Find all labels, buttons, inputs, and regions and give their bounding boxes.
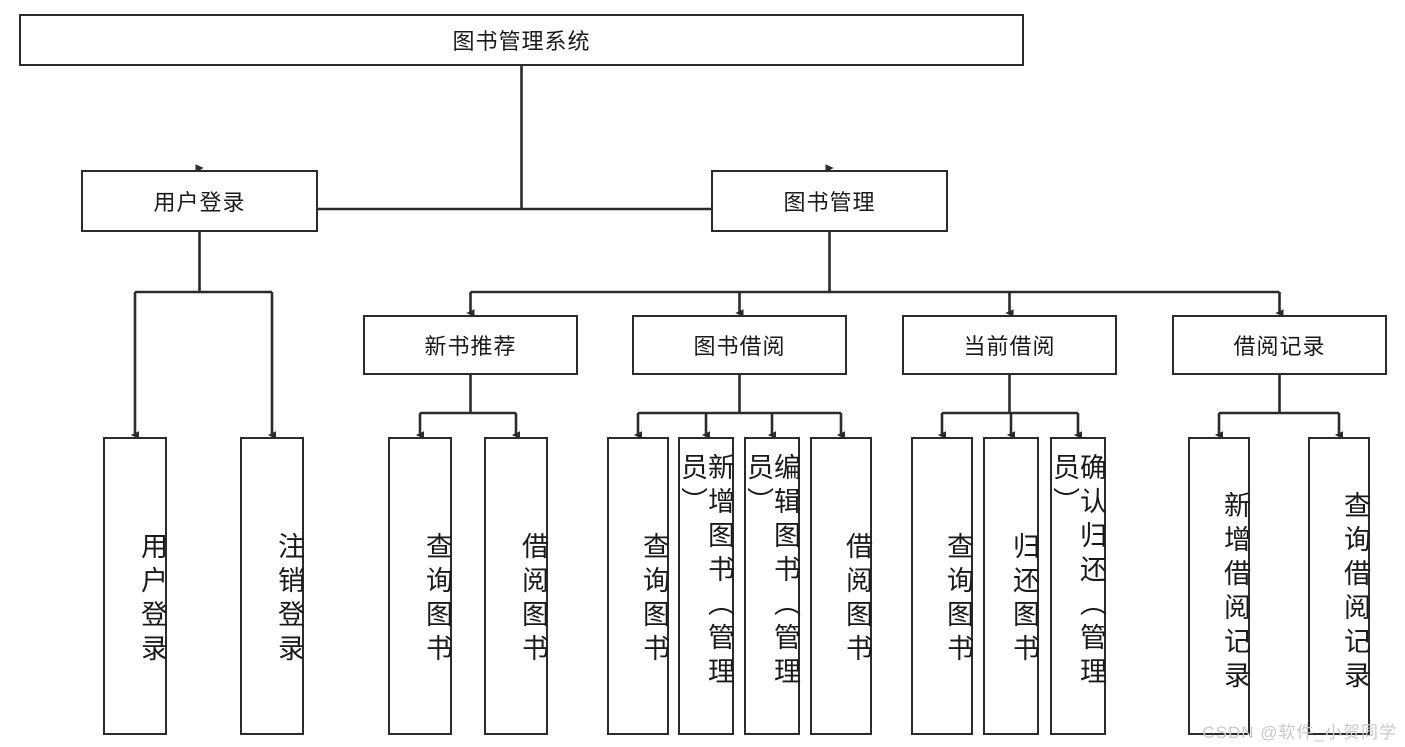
- node-borrow-record[interactable]: 借阅记录: [1172, 315, 1387, 375]
- node-leaf-confirm-return-admin-label: 确认归还（管理员）: [1049, 453, 1106, 691]
- node-new-book-rec[interactable]: 新书推荐: [363, 315, 578, 375]
- node-user-login-label: 用户登录: [153, 190, 246, 215]
- node-book-manage[interactable]: 图书管理: [711, 170, 948, 232]
- node-leaf-return-book-label: 归还图书: [1009, 532, 1039, 668]
- node-book-borrow-label: 图书借阅: [693, 334, 786, 359]
- node-user-login[interactable]: 用户登录: [81, 170, 318, 232]
- node-leaf-query-book-rec[interactable]: 查询图书: [388, 437, 452, 735]
- node-book-borrow[interactable]: 图书借阅: [632, 315, 847, 375]
- node-borrow-record-label: 借阅记录: [1233, 334, 1326, 359]
- node-leaf-user-logout-label: 注销登录: [274, 532, 304, 668]
- node-leaf-add-borrow-record[interactable]: 新增借阅记录: [1188, 437, 1250, 735]
- node-leaf-borrow-book-rec-label: 借阅图书: [518, 532, 548, 668]
- node-leaf-add-book-admin-label: 新增图书（管理员）: [677, 453, 734, 691]
- node-leaf-user-logout[interactable]: 注销登录: [240, 437, 304, 735]
- node-leaf-edit-book-admin-label: 编辑图书（管理员）: [743, 453, 800, 691]
- node-leaf-borrow-book-label: 借阅图书: [842, 532, 872, 668]
- node-leaf-user-login[interactable]: 用户登录: [103, 437, 167, 735]
- node-current-borrow-label: 当前借阅: [963, 334, 1056, 359]
- node-leaf-borrow-book-rec[interactable]: 借阅图书: [484, 437, 548, 735]
- node-root[interactable]: 图书管理系统: [19, 14, 1024, 66]
- node-leaf-add-borrow-record-label: 新增借阅记录: [1220, 491, 1250, 695]
- node-leaf-query-book-current-label: 查询图书: [943, 532, 973, 668]
- node-leaf-confirm-return-admin[interactable]: 确认归还（管理员）: [1049, 437, 1106, 735]
- node-leaf-borrow-book[interactable]: 借阅图书: [810, 437, 872, 735]
- node-book-manage-label: 图书管理: [783, 190, 876, 215]
- node-leaf-query-borrow-record-label: 查询借阅记录: [1340, 491, 1370, 695]
- node-current-borrow[interactable]: 当前借阅: [902, 315, 1117, 375]
- node-new-book-rec-label: 新书推荐: [424, 334, 517, 359]
- node-root-label: 图书管理系统: [452, 29, 591, 54]
- node-leaf-add-book-admin[interactable]: 新增图书（管理员）: [677, 437, 734, 735]
- node-leaf-query-book-rec-label: 查询图书: [422, 532, 452, 668]
- node-leaf-query-book-borrow[interactable]: 查询图书: [607, 437, 669, 735]
- node-leaf-user-login-label: 用户登录: [137, 532, 167, 668]
- node-leaf-edit-book-admin[interactable]: 编辑图书（管理员）: [743, 437, 800, 735]
- node-leaf-return-book[interactable]: 归还图书: [983, 437, 1039, 735]
- node-leaf-query-book-borrow-label: 查询图书: [639, 532, 669, 668]
- node-leaf-query-book-current[interactable]: 查询图书: [911, 437, 973, 735]
- node-leaf-query-borrow-record[interactable]: 查询借阅记录: [1308, 437, 1370, 735]
